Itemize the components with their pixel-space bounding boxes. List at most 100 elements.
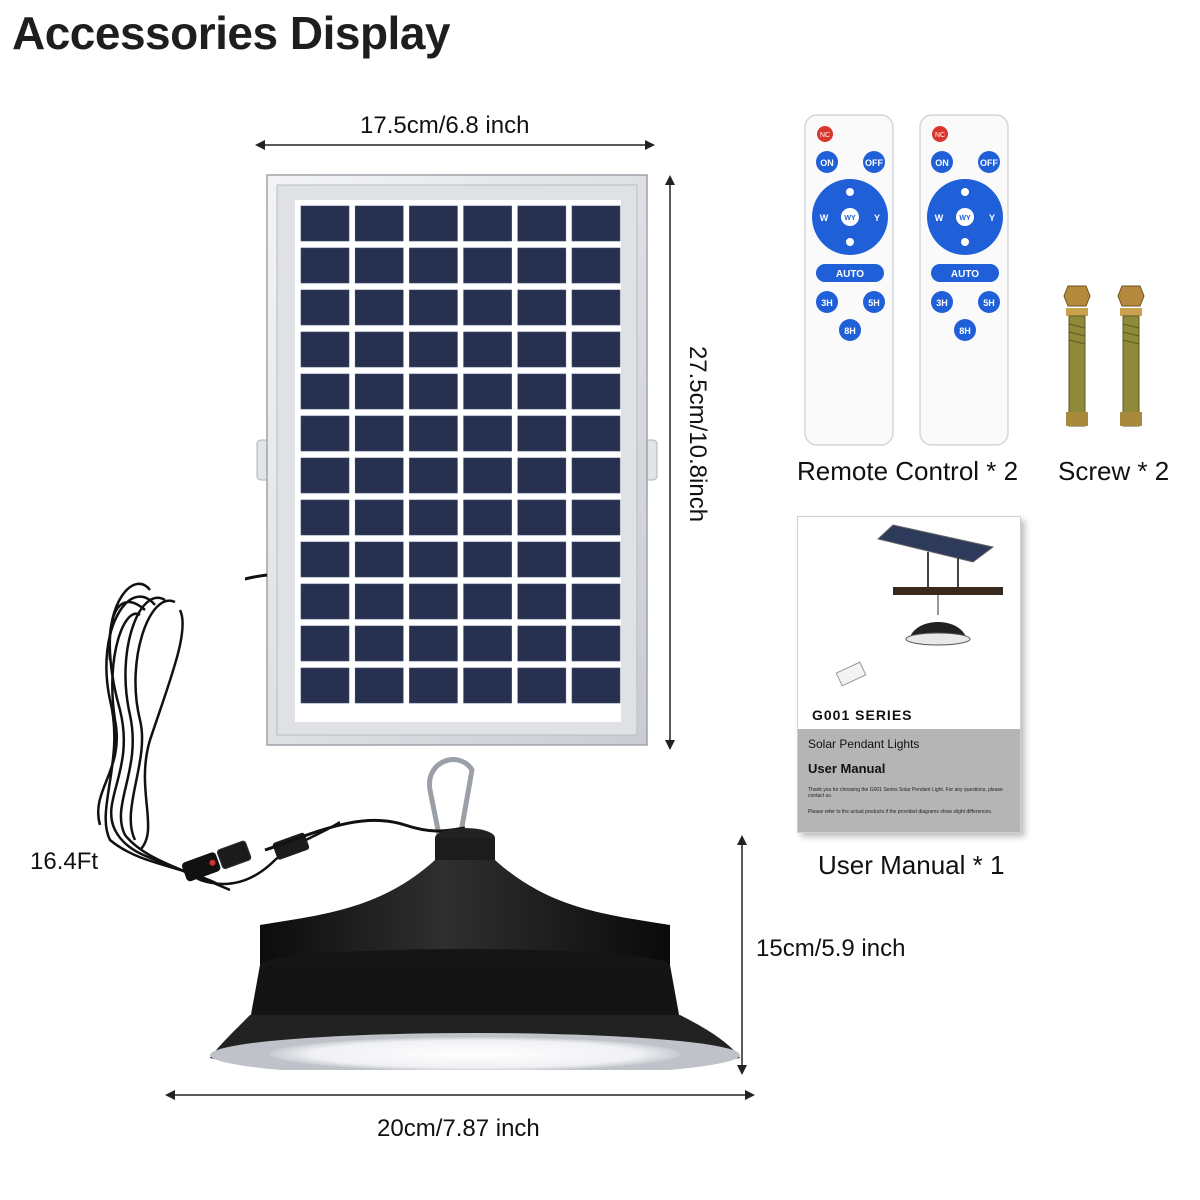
solar-cell [300,625,350,662]
solar-cell [463,457,512,494]
remote-w-text: W [820,213,829,223]
remote-off-text: OFF [865,158,883,168]
solar-cell [409,415,458,452]
solar-cell [300,289,350,326]
solar-cell [517,331,567,368]
manual-fine-print: Please refer to the actual products if t… [808,809,993,815]
manual-heading: User Manual [808,761,886,776]
remote-5h-text: 5H [868,298,880,308]
remote-y-text: Y [874,213,880,223]
remote-5h-text: 5H [983,298,995,308]
solar-cell [354,667,404,704]
screw-caption: Screw * 2 [1058,456,1170,486]
solar-cell [354,373,404,410]
solar-panel [245,174,658,746]
solar-cell [463,667,512,704]
solar-cell [409,247,458,284]
solar-cell [409,373,458,410]
manual-fine-print: Thank you for choosing the G001 Series S… [808,787,1003,799]
solar-cell [409,331,458,368]
solar-cell [300,331,350,368]
solar-cell [463,331,512,368]
solar-cell [517,373,567,410]
solar-cell [571,247,621,284]
solar-cell [463,289,512,326]
solar-cell [300,373,350,410]
remote-wy-text: WY [844,215,856,222]
solar-cell [354,625,404,662]
solar-cell [300,205,350,242]
remote-on-text: ON [935,158,949,168]
solar-cell [300,247,350,284]
solar-cell [354,289,404,326]
solar-cell [354,247,404,284]
solar-cell [517,541,567,578]
page-title: Accessories Display [12,7,451,59]
solar-cell [354,205,404,242]
solar-cell [300,541,350,578]
solar-cell [300,583,350,620]
solar-cell [354,415,404,452]
pendant-lamp [210,757,740,1070]
solar-cell [517,583,567,620]
manual-subtitle: Solar Pendant Lights [808,737,920,751]
solar-cell [463,247,512,284]
solar-cell [571,541,621,578]
solar-cell [571,415,621,452]
cable-length-label: 16.4Ft [30,848,99,875]
solar-cell [571,499,621,536]
solar-cell [571,373,621,410]
solar-cell [463,499,512,536]
solar-cell [517,415,567,452]
solar-cell [354,331,404,368]
lamp-width-arrow [165,1090,755,1100]
remote-wy-text: WY [959,215,971,222]
solar-cell [517,667,567,704]
solar-cell [517,457,567,494]
solar-cell [571,583,621,620]
solar-cell [517,247,567,284]
remote-8h-text: 8H [844,326,856,336]
remote-w-text: W [935,213,944,223]
user-manual-booklet: G001 SERIES Solar Pendant Lights User Ma… [797,516,1021,833]
solar-cell [571,625,621,662]
expansion-screws [1063,285,1145,427]
remote-auto-text: AUTO [836,269,864,280]
solar-cell [571,205,621,242]
solar-cell [571,331,621,368]
solar-cell [409,583,458,620]
manual-caption: User Manual * 1 [818,850,1005,880]
solar-cell [409,457,458,494]
solar-cell [571,457,621,494]
remote-off-text: OFF [980,158,998,168]
solar-cell [517,625,567,662]
solar-cell [300,499,350,536]
lamp-height-arrow [737,835,747,1075]
remote-on-text: ON [820,158,834,168]
manual-illustration [835,524,1003,687]
cable-coil [97,582,340,892]
solar-cell [463,541,512,578]
solar-cell [300,667,350,704]
panel-width-label: 17.5cm/6.8 inch [360,112,530,139]
lamp-height-label: 15cm/5.9 inch [756,935,906,962]
solar-cell [409,205,458,242]
solar-cell [409,499,458,536]
solar-cell [463,373,512,410]
solar-cell [463,583,512,620]
remote-caption: Remote Control * 2 [797,456,1019,486]
remote-8h-text: 8H [959,326,971,336]
remote-3h-text: 3H [821,298,833,308]
solar-cell [463,625,512,662]
remote-nc-text: NC [820,132,830,139]
remote-3h-text: 3H [936,298,948,308]
solar-cell [409,289,458,326]
solar-cell [571,667,621,704]
solar-cell [300,415,350,452]
solar-cell [354,499,404,536]
panel-width-arrow [255,140,655,150]
solar-cell [463,415,512,452]
solar-cell [409,541,458,578]
solar-cell [517,499,567,536]
solar-cell [463,205,512,242]
